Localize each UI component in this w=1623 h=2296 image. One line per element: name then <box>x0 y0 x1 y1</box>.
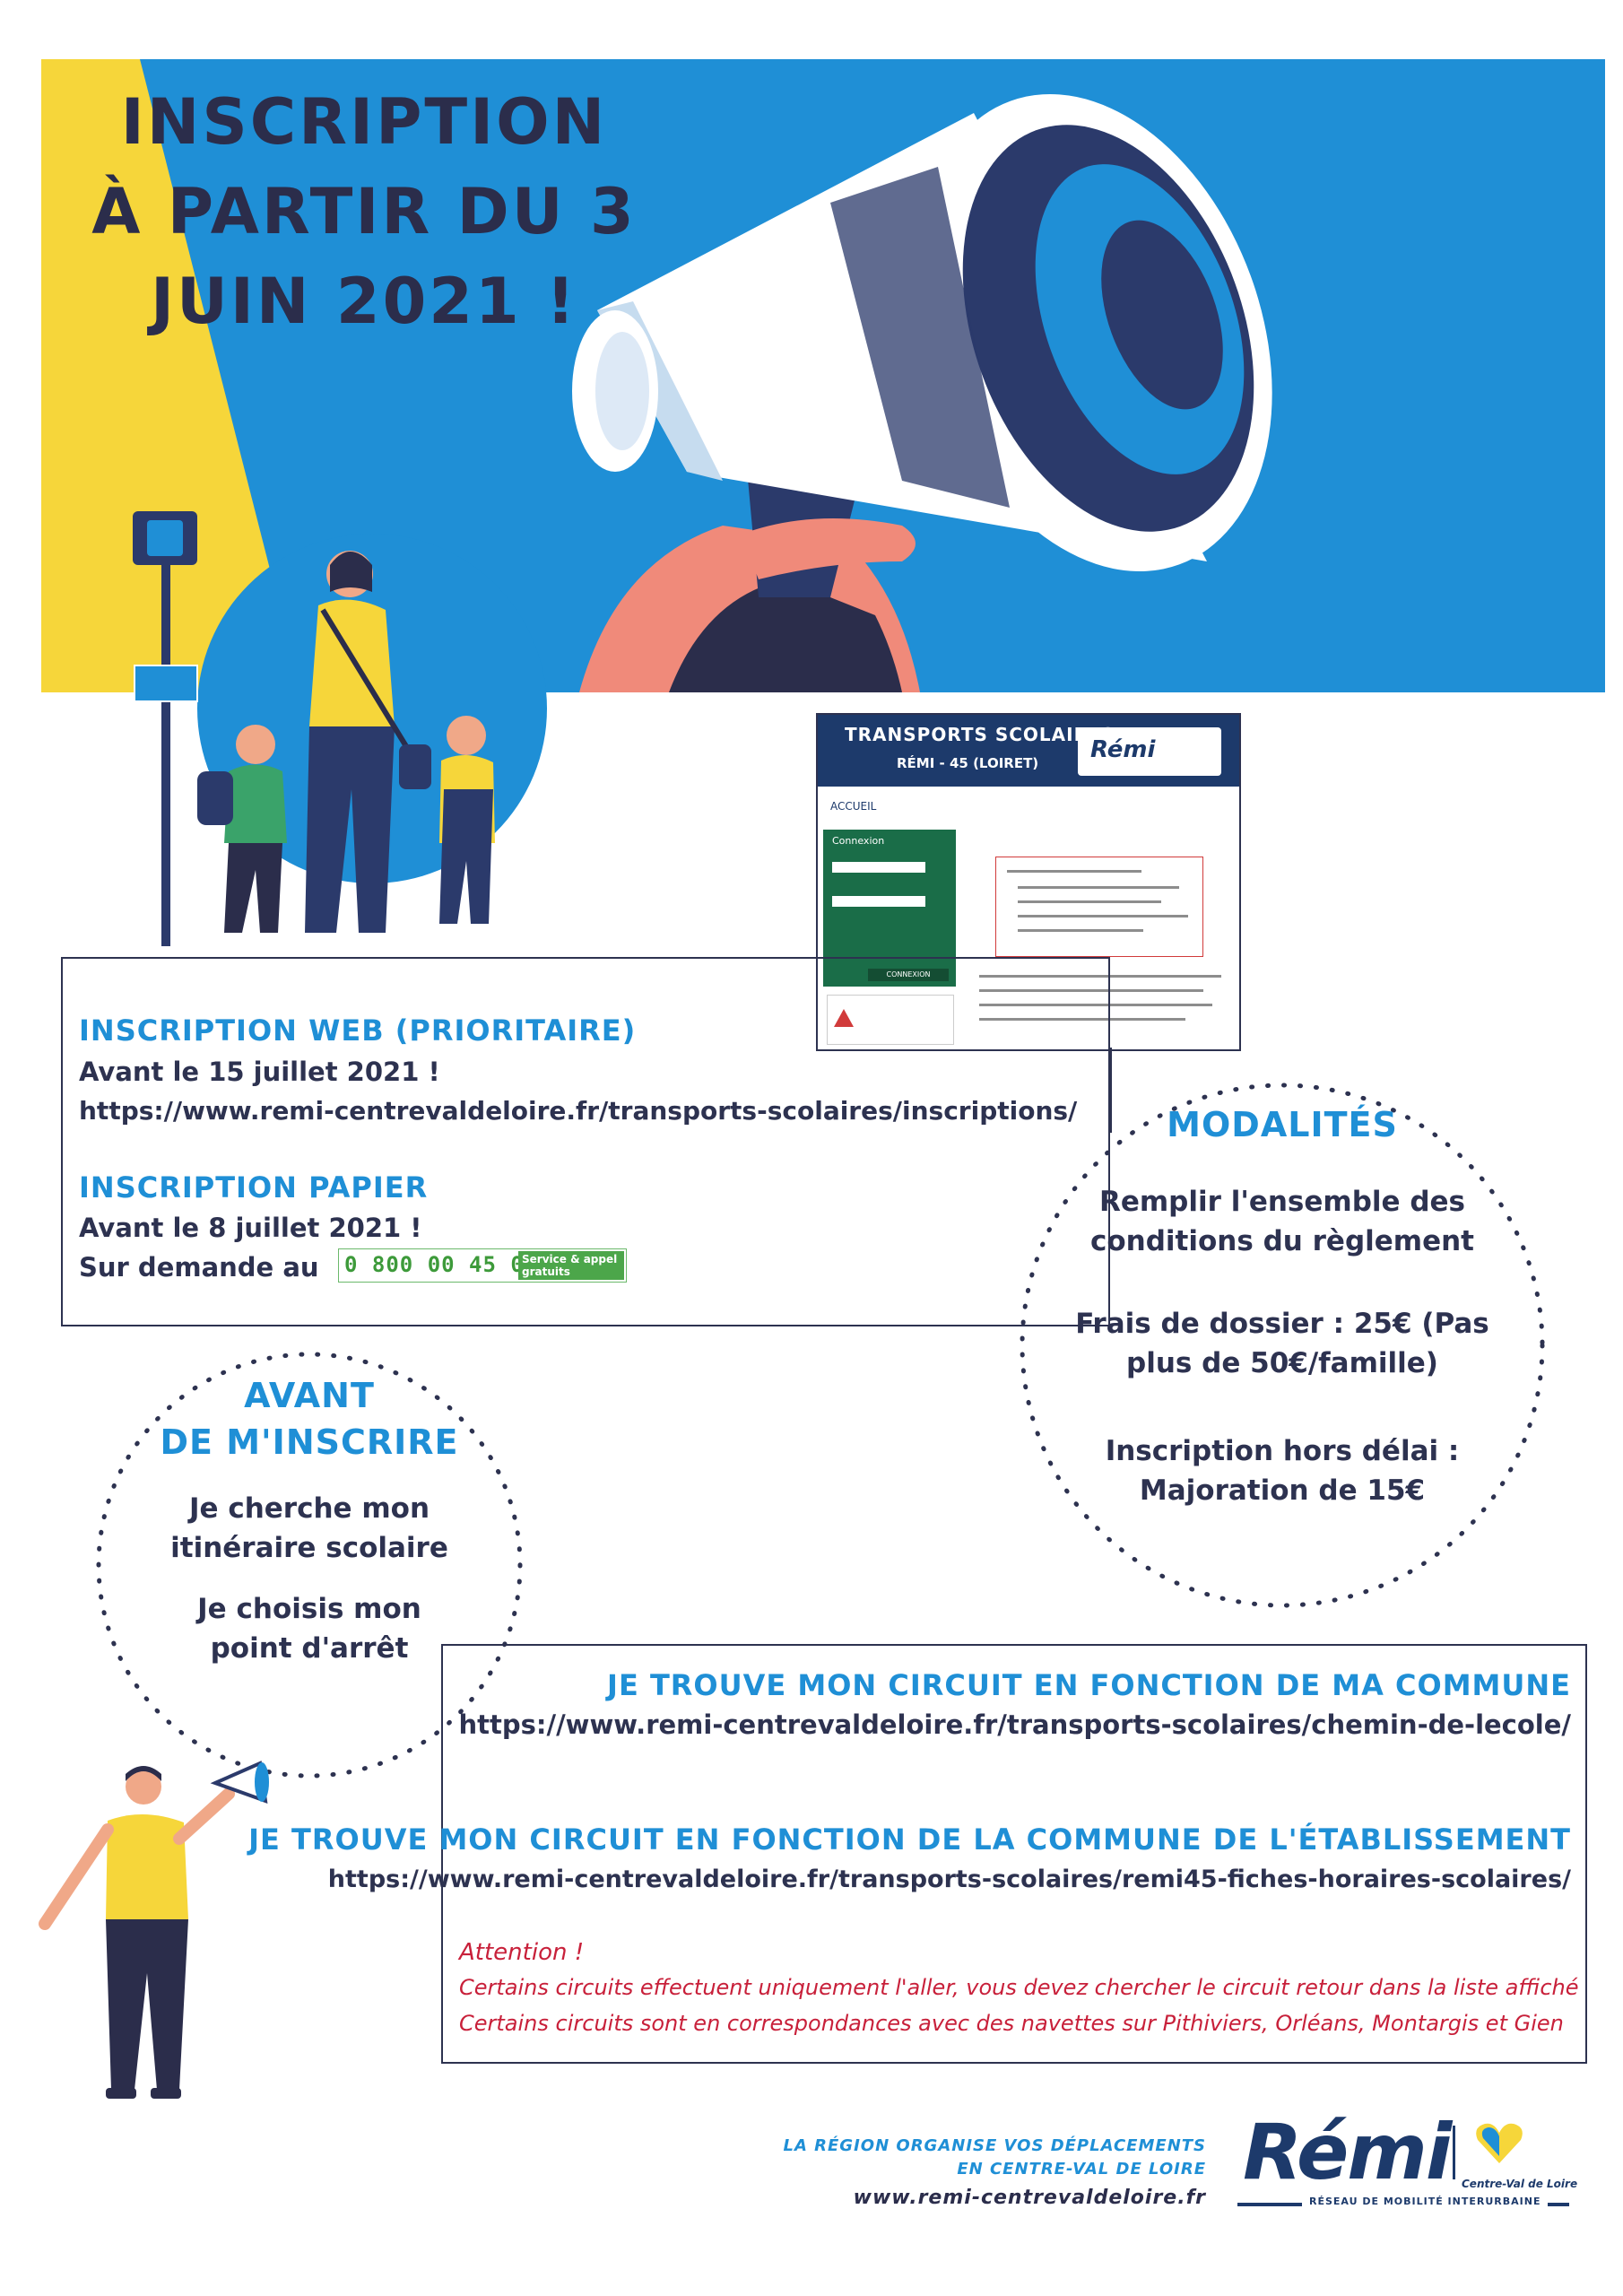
avant-line: Je cherche mon <box>188 1492 430 1525</box>
remi-logo-text: Rémi <box>1243 2108 1452 2197</box>
modalites-line: conditions du règlement <box>1089 1225 1475 1257</box>
circuit-commune-title: JE TROUVE MON CIRCUIT EN FONCTION DE MA … <box>607 1668 1571 1702</box>
avant-line: point d'arrêt <box>210 1632 409 1665</box>
thumbnail-subtitle: RÉMI - 45 (LOIRET) <box>897 755 1039 771</box>
thumbnail-header: TRANSPORTS SCOLAIRES RÉMI - 45 (LOIRET) … <box>818 715 1239 787</box>
inscription-box <box>61 957 1110 1326</box>
avant-title: AVANT DE M'INSCRIRE <box>130 1372 489 1465</box>
footer-line: EN CENTRE-VAL DE LOIRE <box>957 2160 1206 2179</box>
region-heart-icon <box>1476 2123 1523 2163</box>
thumbnail-button: CONNEXION <box>868 969 949 981</box>
thumbnail-login-heading: Connexion <box>832 835 885 847</box>
warning-icon <box>834 1009 854 1027</box>
region-label: Centre-Val de Loire <box>1462 2178 1578 2190</box>
attention-label: Attention ! <box>459 1939 585 1966</box>
avant-arret: Je choisis mon point d'arrêt <box>139 1589 480 1668</box>
thumbnail-nav: ACCUEIL <box>830 800 877 813</box>
phone-number: 0 800 00 45 00 <box>344 1252 539 1277</box>
modalites-line: Inscription hors délai : <box>1105 1435 1460 1467</box>
text-line <box>979 1018 1185 1021</box>
avant-title-line: AVANT <box>244 1376 375 1415</box>
avant-dotted-circle <box>96 1352 523 1779</box>
modalites-line: Majoration de 15€ <box>1139 1474 1426 1507</box>
paper-inscription-title: INSCRIPTION PAPIER <box>79 1170 429 1205</box>
modalites-fees: Frais de dossier : 25€ (Pas plus de 50€/… <box>1058 1304 1506 1383</box>
text-line <box>1018 886 1179 889</box>
paper-demand-text: Sur demande au <box>79 1252 319 1283</box>
circuit-etablissement-title: JE TROUVE MON CIRCUIT EN FONCTION DE LA … <box>248 1822 1571 1857</box>
text-line <box>1007 870 1141 873</box>
hero-title: INSCRIPTION À PARTIR DU 3 JUIN 2021 ! <box>77 77 651 346</box>
connector-line <box>1110 1048 1112 1133</box>
web-inscription-title: INSCRIPTION WEB (PRIORITAIRE) <box>79 1013 637 1048</box>
modalites-title: MODALITÉS <box>1167 1105 1398 1144</box>
avant-line: itinéraire scolaire <box>170 1532 448 1564</box>
circuit-commune-link[interactable]: https://www.remi-centrevaldeloire.fr/tra… <box>458 1709 1571 1740</box>
text-line <box>1018 915 1188 918</box>
text-line <box>979 1004 1212 1006</box>
web-deadline: Avant le 15 juillet 2021 ! <box>79 1057 440 1087</box>
text-line <box>1018 900 1161 903</box>
thumbnail-field <box>832 862 925 873</box>
footer-tagline: LA RÉGION ORGANISE VOS DÉPLACEMENTS EN C… <box>783 2135 1206 2181</box>
avant-title-line: DE M'INSCRIRE <box>160 1422 459 1462</box>
web-inscription-link[interactable]: https://www.remi-centrevaldeloire.fr/tra… <box>79 1096 1078 1126</box>
thumbnail-title: TRANSPORTS SCOLAIRES <box>845 724 1116 745</box>
website-screenshot-thumbnail: TRANSPORTS SCOLAIRES RÉMI - 45 (LOIRET) … <box>816 713 1241 1051</box>
avant-itineraire: Je cherche mon itinéraire scolaire <box>139 1489 480 1568</box>
hero-title-line: INSCRIPTION <box>120 85 608 159</box>
thumbnail-info-box <box>995 857 1203 957</box>
phone-number-badge[interactable]: 0 800 00 45 00 Service & appel gratuits <box>338 1248 627 1283</box>
hero-title-line: JUIN 2021 ! <box>150 265 577 338</box>
remi-logo: Rémi <box>1078 727 1221 776</box>
man-megaphone-illustration <box>39 1761 269 2099</box>
modalites-rules: Remplir l'ensemble des conditions du règ… <box>1058 1182 1506 1261</box>
logo-divider <box>1453 2126 1455 2179</box>
modalites-line: Frais de dossier : 25€ (Pas <box>1075 1308 1489 1340</box>
modalites-line: plus de 50€/famille) <box>1126 1347 1438 1379</box>
family-bus-stop-illustration <box>133 511 547 946</box>
text-line <box>1018 929 1143 932</box>
attention-warning: Certains circuits sont en correspondance… <box>459 2011 1564 2036</box>
circuit-etablissement-link[interactable]: https://www.remi-centrevaldeloire.fr/tra… <box>327 1866 1571 1893</box>
attention-warning: Certains circuits effectuent uniquement … <box>459 1975 1579 2000</box>
footer-line: LA RÉGION ORGANISE VOS DÉPLACEMENTS <box>783 2136 1206 2155</box>
network-tagline: RÉSEAU DE MOBILITÉ INTERURBAINE <box>1302 2196 1549 2207</box>
text-line <box>979 975 1221 978</box>
hero-banner: INSCRIPTION À PARTIR DU 3 JUIN 2021 ! <box>41 59 1605 692</box>
thumbnail-login-panel: Connexion CONNEXION <box>823 830 956 987</box>
hero-title-line: À PARTIR DU 3 <box>91 175 637 248</box>
thumbnail-field <box>832 896 925 907</box>
modalites-dotted-circle <box>1020 1083 1545 1608</box>
paper-deadline: Avant le 8 juillet 2021 ! <box>79 1213 422 1243</box>
thumbnail-warning <box>827 995 954 1045</box>
remi-logo-text: Rémi <box>1090 736 1156 763</box>
text-line <box>979 989 1203 992</box>
megaphone-illustration <box>41 59 1272 692</box>
footer-website-link[interactable]: www.remi-centrevaldeloire.fr <box>853 2187 1206 2209</box>
modalites-late: Inscription hors délai : Majoration de 1… <box>1058 1431 1506 1510</box>
footer-remi-logo: Rémi Centre-Val de Loire RÉSEAU DE MOBIL… <box>1237 2108 1578 2224</box>
modalites-line: Remplir l'ensemble des <box>1098 1186 1465 1218</box>
avant-line: Je choisis mon <box>197 1593 421 1625</box>
circuit-box <box>441 1644 1587 2064</box>
phone-service-tag: Service & appel gratuits <box>518 1251 624 1280</box>
